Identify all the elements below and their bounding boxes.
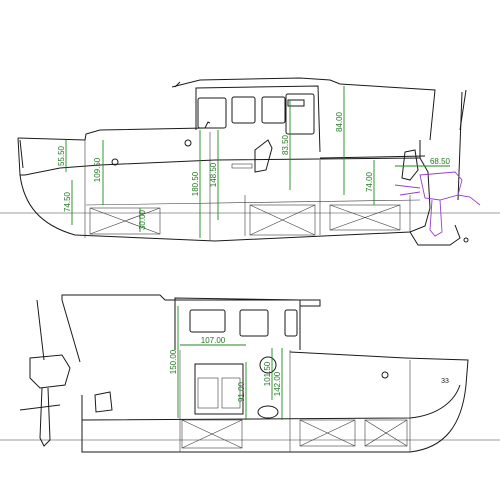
stem-line: [19, 139, 24, 169]
outboard-motor: [394, 171, 481, 237]
aft-seat: [401, 149, 419, 181]
cabinet-door-1: [197, 377, 219, 409]
hull-number: 33: [441, 378, 449, 385]
antenna-lower: [36, 299, 45, 361]
toilet: [257, 405, 279, 419]
tank-x-marks-lower: [181, 419, 408, 449]
dim-148-50: 148.50: [209, 162, 218, 187]
upper-profile-view: 55.50 109.50 74.50 30.00 180.50 148.50 8…: [0, 77, 500, 246]
cockpit-rail: [319, 155, 426, 159]
dim-74-00: 74.00: [365, 171, 374, 192]
foredeck: [17, 121, 211, 141]
pilothouse-lower: [174, 297, 301, 350]
window-lower-1: [189, 309, 226, 333]
tank-x-marks: [89, 204, 401, 236]
pilothouse: [195, 85, 321, 153]
hull-outline: [17, 137, 431, 242]
cockpit-seat: [94, 391, 113, 413]
roof-line: [171, 77, 436, 141]
head-sink: [259, 356, 277, 374]
window-1: [231, 96, 256, 124]
dim-83-50: 83.50: [281, 134, 290, 155]
roof-front: [174, 81, 181, 88]
cabinet-door-2: [221, 377, 241, 409]
dim-55-50: 55.50: [57, 145, 66, 166]
dim-180-50: 180.50: [191, 171, 200, 196]
porthole-lower: [381, 371, 389, 379]
lower-profile-view: 33 107.00 150.00 101.50 91.00 142.00: [0, 294, 500, 453]
dim-30-00: 30.00: [138, 209, 147, 230]
window-lower-3: [284, 309, 298, 337]
porthole-1: [111, 158, 119, 166]
window-0: [197, 97, 227, 129]
dim-74-50: 74.50: [63, 191, 72, 212]
hull-fitting: [463, 237, 469, 243]
dim-91-00: 91.00: [237, 381, 246, 402]
helm-seat: [254, 139, 273, 173]
aft-canopy: [61, 299, 81, 363]
antenna-2: [459, 89, 467, 131]
dim-150-00: 150.00: [169, 349, 178, 374]
dim-84-00: 84.00: [335, 111, 344, 132]
dim-68-50: 68.50: [430, 157, 451, 166]
galley-cabinet: [194, 363, 244, 415]
dim-107-00: 107.00: [201, 336, 226, 345]
dim-142-00: 142.00: [273, 371, 282, 396]
roof-line-lower: [61, 294, 321, 307]
cabin-sole: [85, 199, 421, 206]
sheer-line: [20, 157, 421, 176]
antenna: [457, 91, 463, 201]
window-lower-2: [239, 309, 269, 337]
lower-dimensions: 107.00 150.00 101.50 91.00 142.00: [169, 306, 283, 420]
table: [231, 163, 253, 169]
upper-dimensions: 55.50 109.50 74.50 30.00 180.50 148.50 8…: [57, 86, 451, 238]
porthole-2: [184, 139, 192, 147]
door-handle: [287, 99, 305, 107]
dim-109-50: 109.50: [93, 157, 102, 182]
keel: [409, 224, 461, 246]
dim-101-50: 101.50: [263, 361, 272, 386]
door-window: [285, 93, 315, 135]
outboard-motor-lower: [19, 354, 71, 447]
sheer-line-lower: [81, 384, 461, 421]
window-2: [261, 96, 286, 124]
